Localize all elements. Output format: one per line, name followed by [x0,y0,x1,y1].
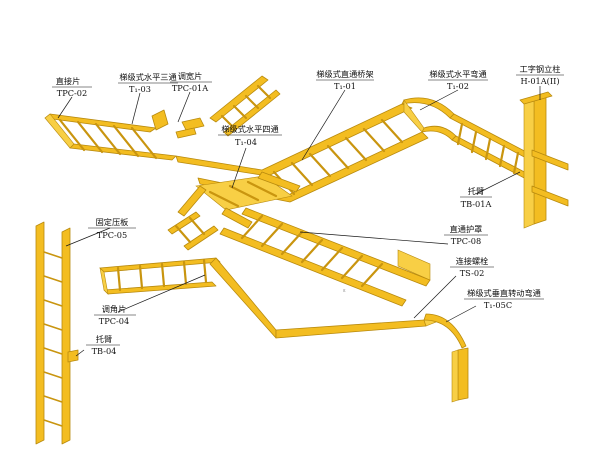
label-t104: 梯级式水平四通 T₁-04 [218,124,282,147]
svg-text:托臂: 托臂 [96,334,112,344]
svg-text:TS-02: TS-02 [460,268,485,278]
i-beam-column [519,91,569,229]
cross-left-stub [167,211,219,251]
svg-text:直接片: 直接片 [56,76,81,86]
svg-text:T₁-01: T₁-01 [334,81,356,91]
label-tb01a: 托臂 TB-01A [460,186,492,209]
channel-tray-long [209,257,437,339]
right-tray-down [449,113,535,181]
ladder-upper-detached [209,75,281,137]
label-tpc02: 直接片 TPC-02 [52,76,92,98]
main-straight-tray [175,103,429,203]
label-tpc04: 调角片 TPC-04 [94,304,136,326]
svg-text:TB-01A: TB-01A [461,199,492,209]
width-adapter-pieces [151,109,205,139]
svg-text:调宽片: 调宽片 [178,71,203,81]
four-way-cross [177,171,301,229]
label-t105c: 梯级式垂直转动弯通 T₁-05C [464,288,544,310]
svg-text:梯级式直通桥架: 梯级式直通桥架 [316,69,373,79]
svg-text:T₁-04: T₁-04 [235,137,257,147]
label-tpc05: 固定压板 TPC-05 [88,217,136,240]
svg-text:梯级式水平四通: 梯级式水平四通 [221,124,278,134]
svg-text:T₁-03: T₁-03 [129,84,151,94]
lower-left-ladder [99,257,221,295]
svg-text:TPC-05: TPC-05 [97,230,127,240]
svg-text:TPC-01A: TPC-01A [172,83,208,93]
svg-text:梯级式水平三通: 梯级式水平三通 [119,72,176,82]
vertical-bend [423,313,469,403]
label-ts02: 连接螺栓 TS-02 [450,256,494,278]
vertical-ladder-left [35,221,79,445]
svg-text:固定压板: 固定压板 [96,217,129,227]
label-tpc08: 直通护罩 TPC-08 [444,224,488,246]
horizontal-bend [401,97,457,141]
svg-text:连接螺栓: 连接螺栓 [456,256,489,266]
svg-text:直通护罩: 直通护罩 [450,224,483,234]
leader-lines [57,86,541,357]
label-tpc01a: 调宽片 TPC-01A [170,71,212,93]
svg-text:T₁-05C: T₁-05C [484,300,512,310]
label-t101: 梯级式直通桥架 T₁-01 [316,69,374,91]
svg-text:TB-04: TB-04 [92,346,117,356]
label-t102: 梯级式水平弯通 T₁-02 [428,69,488,91]
svg-text:调角片: 调角片 [102,304,127,314]
label-h01a: 工字钢立柱 H-01A(II) [516,64,564,86]
svg-text:TPC-04: TPC-04 [99,316,129,326]
svg-text:托臂: 托臂 [468,186,484,196]
stray-mark: ɛ [343,288,346,294]
svg-text:梯级式水平弯通: 梯级式水平弯通 [429,69,486,79]
svg-text:工字钢立柱: 工字钢立柱 [520,64,561,74]
svg-text:T₁-02: T₁-02 [447,81,469,91]
svg-text:H-01A(II): H-01A(II) [520,76,559,86]
svg-text:TPC-08: TPC-08 [451,236,481,246]
svg-text:梯级式垂直转动弯通: 梯级式垂直转动弯通 [467,288,541,298]
label-tb04: 托臂 TB-04 [86,334,120,356]
lower-straight-tray [219,207,431,307]
svg-text:TPC-02: TPC-02 [57,88,87,98]
label-t103: 梯级式水平三通 T₁-03 [118,72,178,94]
ladder-upper-left [44,113,177,161]
